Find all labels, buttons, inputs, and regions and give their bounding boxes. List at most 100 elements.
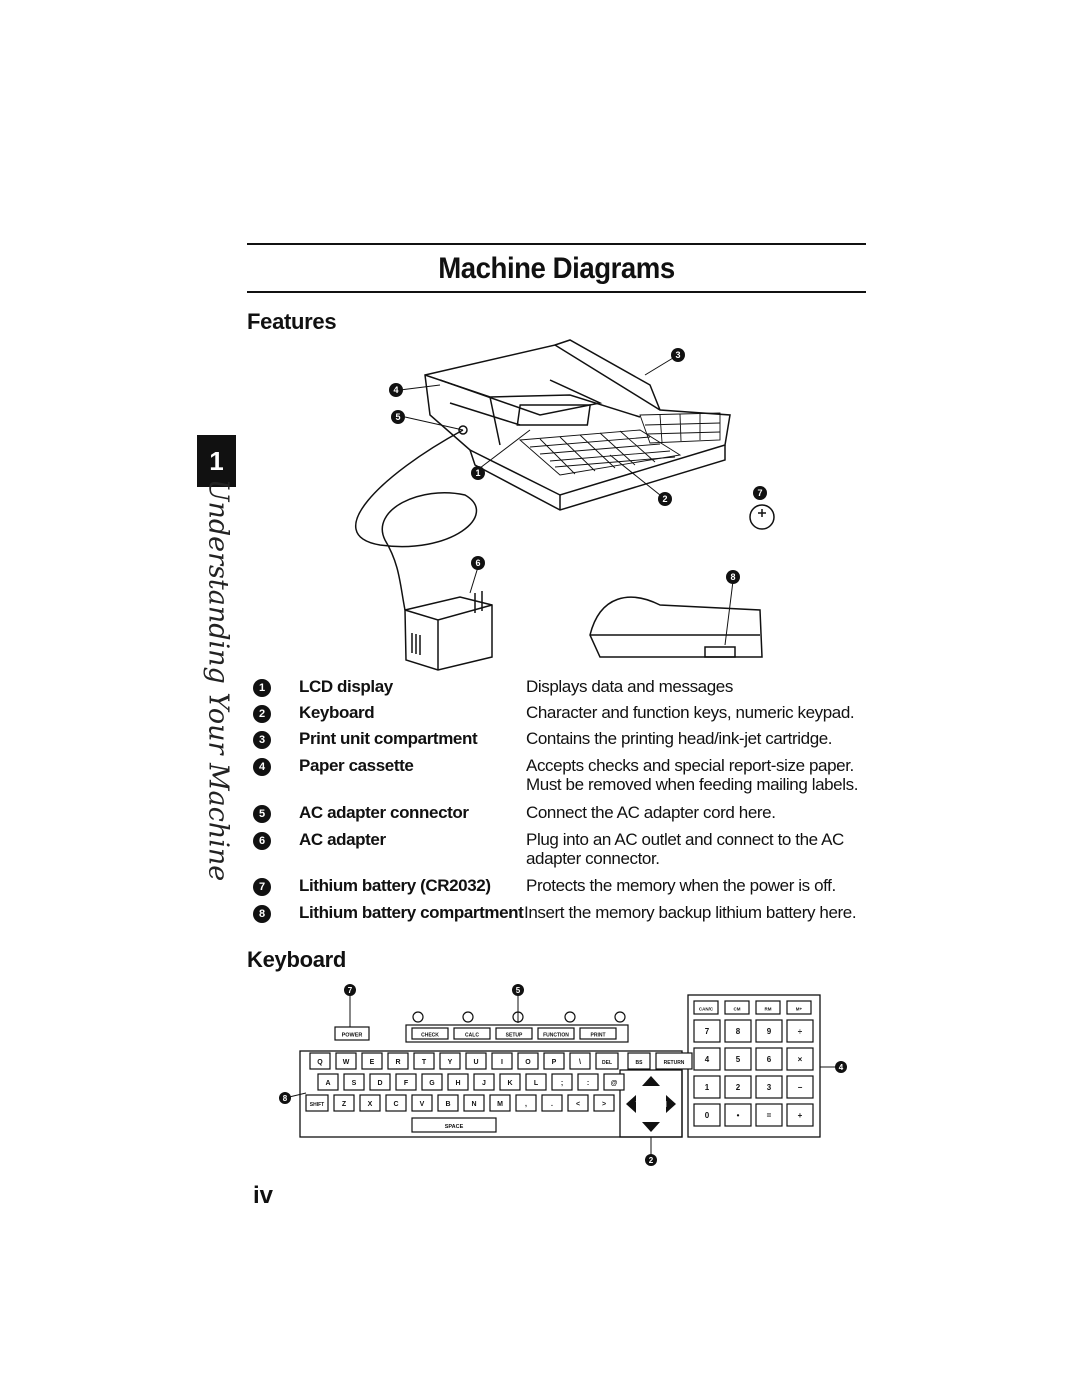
keypad-key xyxy=(724,1019,752,1043)
feature-number: 3 xyxy=(253,731,271,749)
letter-key xyxy=(577,1073,599,1091)
feature-label: LCD display xyxy=(299,677,393,696)
letter-key-label: P xyxy=(552,1059,557,1066)
letter-key xyxy=(421,1073,443,1091)
keypad-key-label: 0 xyxy=(705,1111,710,1120)
letter-key xyxy=(517,1052,539,1070)
page-number: iv xyxy=(253,1182,274,1209)
svg-text:5: 5 xyxy=(395,412,400,422)
callout-2 xyxy=(658,492,672,506)
feature-label: AC adapter xyxy=(299,830,386,849)
ac-adapter-illustration xyxy=(404,591,493,671)
svg-text:1: 1 xyxy=(475,468,480,478)
callout-number: 2 xyxy=(649,1156,654,1165)
lcd-display xyxy=(516,404,592,426)
ac-cord xyxy=(355,429,478,611)
feature-number: 7 xyxy=(253,878,271,896)
letter-key-label: < xyxy=(576,1101,580,1108)
lithium-battery-illustration xyxy=(749,504,775,530)
letter-key-label: ; xyxy=(561,1080,563,1087)
keypad-key-label: = xyxy=(767,1111,772,1120)
callout-marker xyxy=(279,1092,291,1104)
keypad-key-label: 2 xyxy=(736,1083,741,1092)
letter-key xyxy=(413,1052,435,1070)
feature-description: Accepts checks and special report-size p… xyxy=(526,756,859,794)
letter-key xyxy=(309,1052,331,1070)
svg-text:7: 7 xyxy=(757,488,762,498)
callout-7 xyxy=(753,486,767,500)
feature-number: 6 xyxy=(253,832,271,850)
callout-number: 4 xyxy=(839,1063,844,1072)
letter-key-label: T xyxy=(422,1059,427,1066)
callout-number: 7 xyxy=(348,986,353,995)
keypad-key xyxy=(755,1047,783,1071)
svg-text:8: 8 xyxy=(730,572,735,582)
feature-number: 8 xyxy=(253,905,271,923)
feature-label: Print unit compartment xyxy=(299,729,478,748)
letter-key-label: G xyxy=(429,1080,435,1087)
letter-key xyxy=(447,1073,469,1091)
callout-marker xyxy=(512,984,524,996)
keypad-key xyxy=(755,1075,783,1099)
keypad-function-key-label: CAN/C xyxy=(699,1007,714,1012)
letter-key-label: M xyxy=(497,1101,503,1108)
letter-key xyxy=(569,1052,591,1070)
feature-description: Connect the AC adapter cord here. xyxy=(526,803,776,822)
letter-key-label: , xyxy=(525,1101,527,1108)
letter-key-label: H xyxy=(455,1080,460,1087)
feature-number: 1 xyxy=(253,679,271,697)
keypad-key xyxy=(755,1103,783,1127)
letter-key-label: N xyxy=(471,1101,476,1108)
title-bottom-rule xyxy=(247,291,866,293)
letter-key-label: : xyxy=(587,1080,589,1087)
letter-key-label: SHIFT xyxy=(310,1102,324,1108)
letter-key-label: Q xyxy=(317,1059,323,1066)
letter-key xyxy=(343,1073,365,1091)
keypad-key-label: 7 xyxy=(705,1027,710,1036)
side-chapter-title: Understanding Your Machine xyxy=(202,478,234,882)
letter-key-label: DEL xyxy=(602,1060,612,1066)
arrow-right-icon xyxy=(666,1095,676,1113)
letter-key xyxy=(437,1094,459,1112)
callout-5 xyxy=(391,410,405,424)
letter-key xyxy=(595,1052,619,1070)
letter-key xyxy=(305,1094,329,1112)
feature-number: 5 xyxy=(253,805,271,823)
keypad-key-label: + xyxy=(798,1111,803,1120)
function-key-label: CALC xyxy=(465,1033,479,1039)
letter-key-label: X xyxy=(368,1101,373,1108)
space-key xyxy=(411,1117,497,1133)
feature-label: Lithium battery compartment xyxy=(299,903,524,922)
letter-key-label: K xyxy=(507,1080,512,1087)
keypad-key xyxy=(755,1019,783,1043)
keypad-function-key-label: CM xyxy=(734,1007,741,1012)
function-key-label: FUNCTION xyxy=(543,1033,569,1039)
svg-text:6: 6 xyxy=(475,558,480,568)
keypad-key-label: 1 xyxy=(705,1083,710,1092)
function-key xyxy=(495,1027,533,1040)
letter-key-label: B xyxy=(445,1101,450,1108)
keyboard-keys xyxy=(518,412,721,476)
letter-key-label: C xyxy=(393,1101,398,1108)
arrow-up-icon xyxy=(642,1076,660,1086)
keypad-key-label: 3 xyxy=(767,1083,772,1092)
letter-key-label: O xyxy=(525,1059,531,1066)
feature-description: Plug into an AC outlet and connect to th… xyxy=(526,830,844,868)
letter-key xyxy=(411,1094,433,1112)
letter-key-label: . xyxy=(551,1101,553,1108)
letter-key xyxy=(567,1094,589,1112)
feature-number: 4 xyxy=(253,758,271,776)
letter-key-label: RETURN xyxy=(664,1060,685,1066)
letter-key xyxy=(593,1094,615,1112)
power-key xyxy=(334,1026,370,1041)
letter-key xyxy=(627,1052,651,1070)
keypad-function-key xyxy=(724,1000,750,1015)
letter-key-label: A xyxy=(325,1080,330,1087)
letter-key xyxy=(395,1073,417,1091)
function-key xyxy=(411,1027,449,1040)
callout-number: 8 xyxy=(283,1094,288,1103)
keyboard-heading: Keyboard xyxy=(247,947,347,972)
y-key-label: Y xyxy=(635,1100,641,1109)
letter-key-label: Z xyxy=(342,1101,347,1108)
